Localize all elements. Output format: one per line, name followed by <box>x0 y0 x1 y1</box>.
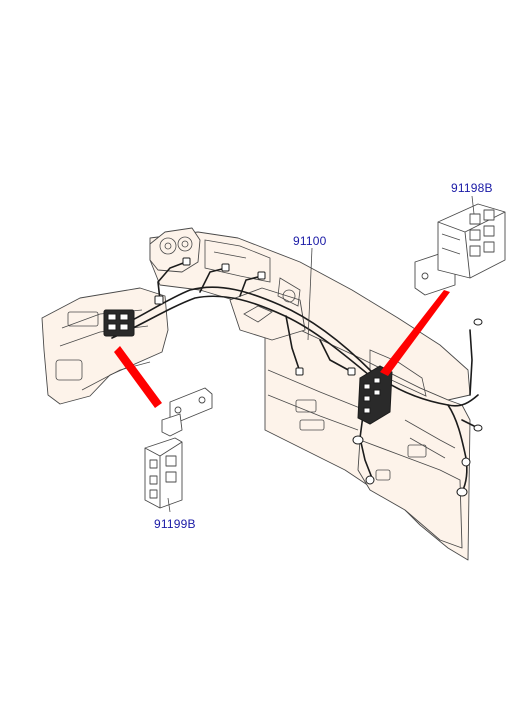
fuse-block-91198B <box>414 203 506 296</box>
dashboard-details <box>55 236 456 481</box>
red-arrow-to-91198B <box>380 290 450 376</box>
harness-connectors <box>154 257 483 497</box>
part-label-91100[interactable]: 91100 <box>293 234 327 248</box>
leader-lines <box>167 195 475 513</box>
red-arrow-to-91199B <box>114 346 162 408</box>
leader-line-91199B <box>167 497 171 513</box>
leader-line-91198B <box>471 195 475 215</box>
left-junction-block <box>103 309 135 337</box>
main-wiring-harness <box>111 261 479 493</box>
part-label-91198B[interactable]: 91198B <box>451 181 493 195</box>
center-junction-block <box>357 365 393 425</box>
leader-line-91100 <box>307 247 313 341</box>
fuse-block-91199B <box>144 387 213 509</box>
part-label-91199B[interactable]: 91199B <box>154 517 196 531</box>
